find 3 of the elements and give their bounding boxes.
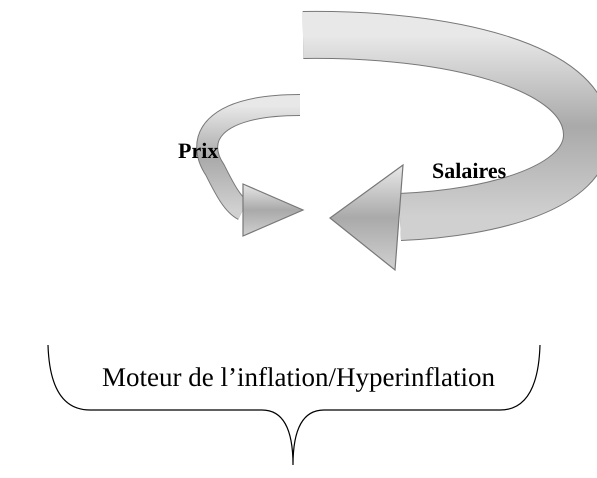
caption-text: Moteur de l’inflation/Hyperinflation <box>101 362 496 393</box>
arrow-label: Prix <box>178 138 218 164</box>
arrow-label: Salaires <box>432 158 506 184</box>
